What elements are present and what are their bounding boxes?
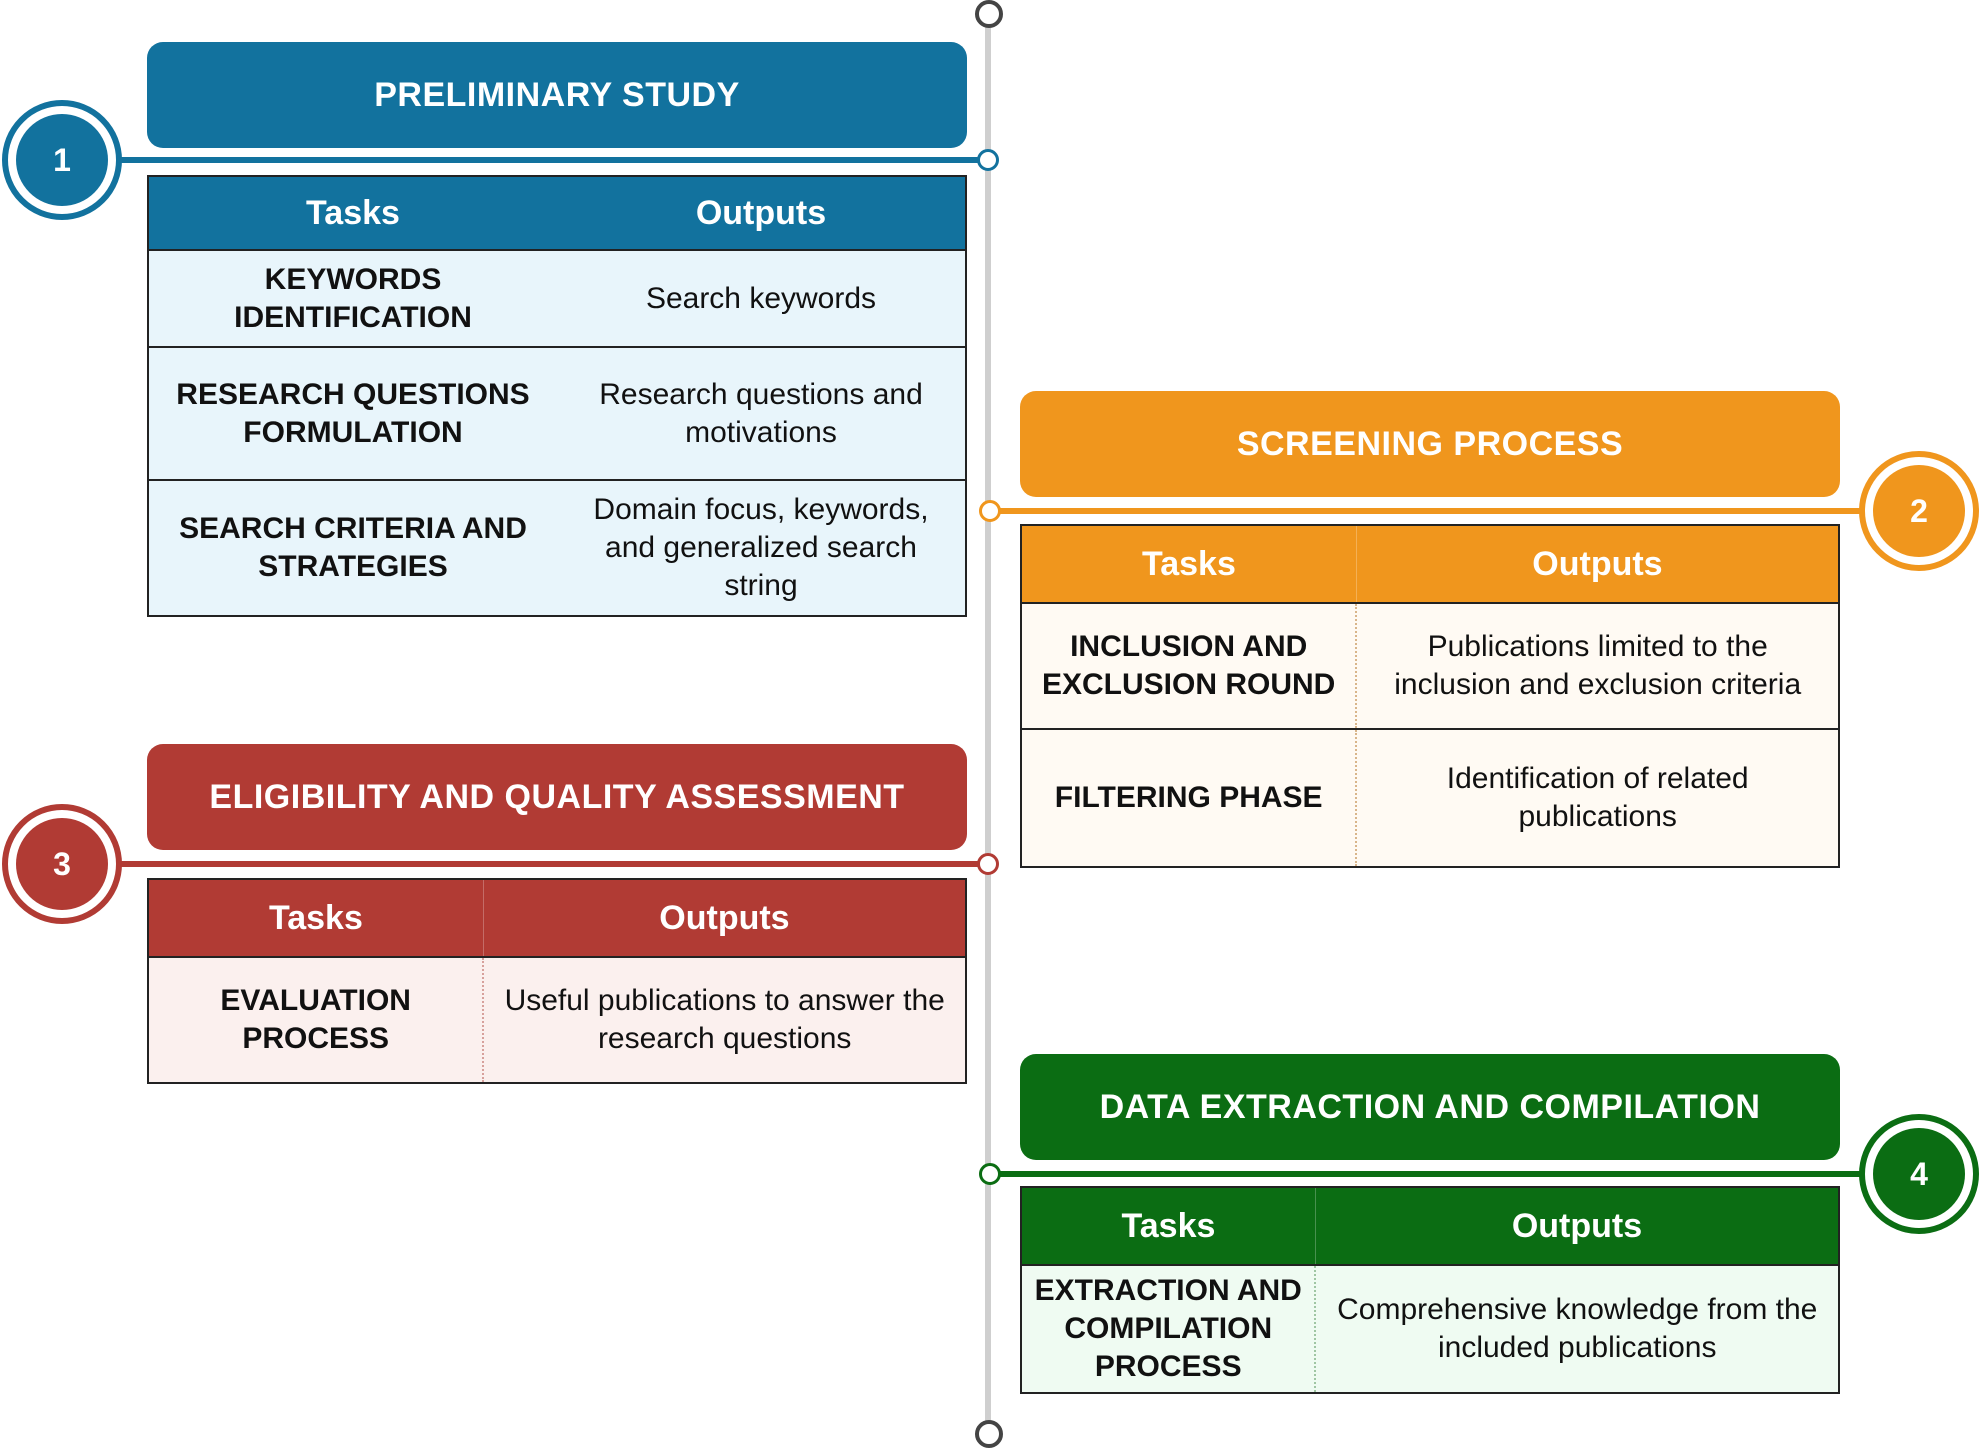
task-cell: KEYWORDS IDENTIFICATION (148, 249, 557, 347)
outputs-header: Outputs (1315, 1187, 1839, 1265)
table-row: FILTERING PHASE Identification of relate… (1021, 728, 1839, 867)
stage-4-table: Tasks Outputs EXTRACTION AND COMPILATION… (1020, 1186, 1840, 1394)
stage-1-number: 1 (16, 114, 108, 206)
stage-1-table: Tasks Outputs KEYWORDS IDENTIFICATION Se… (147, 175, 967, 617)
stage-1-header: PRELIMINARY STUDY (147, 42, 967, 148)
table-row: EXTRACTION AND COMPILATION PROCESS Compr… (1021, 1264, 1839, 1393)
table-header-row: Tasks Outputs (1021, 1187, 1839, 1265)
stage-4-connector (988, 1171, 1878, 1177)
table-row: KEYWORDS IDENTIFICATION Search keywords (148, 249, 966, 347)
outputs-header: Outputs (1356, 525, 1839, 603)
task-cell: INCLUSION AND EXCLUSION ROUND (1021, 602, 1358, 729)
task-cell: EXTRACTION AND COMPILATION PROCESS (1021, 1264, 1317, 1393)
stage-3-junction-node (977, 853, 999, 875)
table-header-row: Tasks Outputs (148, 176, 966, 250)
tasks-header: Tasks (148, 176, 557, 250)
stage-1-junction-node (977, 149, 999, 171)
stage-4-title: DATA EXTRACTION AND COMPILATION (1099, 1087, 1761, 1126)
table-row: RESEARCH QUESTIONS FORMULATION Research … (148, 346, 966, 480)
stage-4-header: DATA EXTRACTION AND COMPILATION (1020, 1054, 1840, 1160)
output-cell: Search keywords (557, 249, 966, 347)
timeline-start-node (975, 0, 1003, 28)
stage-1-badge: 1 (2, 100, 122, 220)
output-cell: Research questions and motivations (557, 346, 966, 480)
outputs-header: Outputs (483, 879, 966, 957)
task-cell: FILTERING PHASE (1021, 728, 1358, 867)
stage-3-title: ELIGIBILITY AND QUALITY ASSESSMENT (209, 777, 905, 816)
stage-3-connector (100, 861, 980, 867)
timeline-line (985, 26, 991, 1426)
outputs-header: Outputs (557, 176, 966, 250)
tasks-header: Tasks (148, 879, 484, 957)
stage-3-number: 3 (16, 818, 108, 910)
task-cell: SEARCH CRITERIA AND STRATEGIES (148, 479, 557, 616)
stage-2-header: SCREENING PROCESS (1020, 391, 1840, 497)
output-cell: Useful publications to answer the resear… (483, 956, 966, 1083)
stage-4-number: 4 (1873, 1128, 1965, 1220)
output-cell: Comprehensive knowledge from the include… (1315, 1264, 1839, 1393)
stage-2-junction-node (979, 500, 1001, 522)
stage-2-table: Tasks Outputs INCLUSION AND EXCLUSION RO… (1020, 524, 1840, 868)
output-cell: Identification of related publications (1356, 728, 1839, 867)
task-cell: EVALUATION PROCESS (148, 956, 485, 1083)
stage-2-connector (988, 508, 1878, 514)
table-header-row: Tasks Outputs (1021, 525, 1839, 603)
timeline-end-node (975, 1420, 1003, 1448)
table-header-row: Tasks Outputs (148, 879, 966, 957)
task-cell: RESEARCH QUESTIONS FORMULATION (148, 346, 557, 480)
tasks-header: Tasks (1021, 525, 1357, 603)
stage-2-number: 2 (1873, 465, 1965, 557)
stage-3-badge: 3 (2, 804, 122, 924)
stage-1-title: PRELIMINARY STUDY (374, 75, 740, 114)
table-row: INCLUSION AND EXCLUSION ROUND Publicatio… (1021, 602, 1839, 729)
stage-4-junction-node (979, 1163, 1001, 1185)
stage-2-badge: 2 (1859, 451, 1979, 571)
output-cell: Publications limited to the inclusion an… (1356, 602, 1839, 729)
table-row: EVALUATION PROCESS Useful publications t… (148, 956, 966, 1083)
stage-4-badge: 4 (1859, 1114, 1979, 1234)
stage-1-connector (100, 157, 980, 163)
tasks-header: Tasks (1021, 1187, 1316, 1265)
stage-3-table: Tasks Outputs EVALUATION PROCESS Useful … (147, 878, 967, 1084)
stage-2-title: SCREENING PROCESS (1236, 424, 1624, 463)
table-row: SEARCH CRITERIA AND STRATEGIES Domain fo… (148, 479, 966, 616)
output-cell: Domain focus, keywords, and generalized … (557, 479, 966, 616)
stage-3-header: ELIGIBILITY AND QUALITY ASSESSMENT (147, 744, 967, 850)
